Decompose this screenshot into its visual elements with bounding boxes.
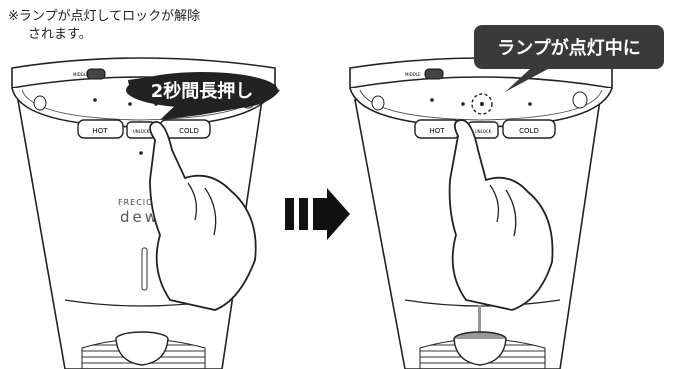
right-hot-label: HOT xyxy=(429,127,445,135)
right-middle-button: MIDDLE xyxy=(405,68,444,80)
lamp-indicator xyxy=(471,93,493,115)
right-hand-icon xyxy=(448,119,554,311)
left-hand-icon xyxy=(149,121,257,311)
note-line-1: ※ランプが点灯してロックが解除 xyxy=(8,9,201,24)
arrow-right-icon xyxy=(285,188,350,240)
right-cold-button: COLD xyxy=(502,119,556,139)
left-cup xyxy=(115,331,169,366)
right-hot-button: HOT xyxy=(414,119,461,139)
right-unlock-label: UNLOCK xyxy=(475,129,492,134)
right-cold-label: COLD xyxy=(519,127,539,135)
right-callout-text: ランプが点灯中に xyxy=(497,37,640,59)
left-hot-button: HOT xyxy=(77,119,124,139)
left-cold-label: COLD xyxy=(179,127,199,135)
right-cup xyxy=(453,331,507,366)
right-dispenser: MIDDLE HOT UNLOCK COLD F xyxy=(349,25,664,369)
note-text: ※ランプが点灯してロックが解除 されます。 xyxy=(8,8,308,44)
right-middle-label: MIDDLE xyxy=(405,72,421,77)
right-callout: ランプが点灯中に xyxy=(474,25,664,92)
left-callout: 2秒間長押し xyxy=(126,72,280,120)
left-hot-label: HOT xyxy=(92,127,108,135)
left-middle-label: MIDDLE xyxy=(73,72,89,77)
left-brand-line-1: FRECIOUS xyxy=(118,198,166,207)
left-callout-text: 2秒間長押し xyxy=(151,80,254,102)
left-dispenser: MIDDLE HOT UNLOCK COLD FRECIOUS dewo xyxy=(11,57,280,369)
note-line-2: されます。 xyxy=(28,27,92,42)
left-unlock-label: UNLOCK xyxy=(133,129,150,134)
left-middle-button: MIDDLE xyxy=(73,68,106,80)
